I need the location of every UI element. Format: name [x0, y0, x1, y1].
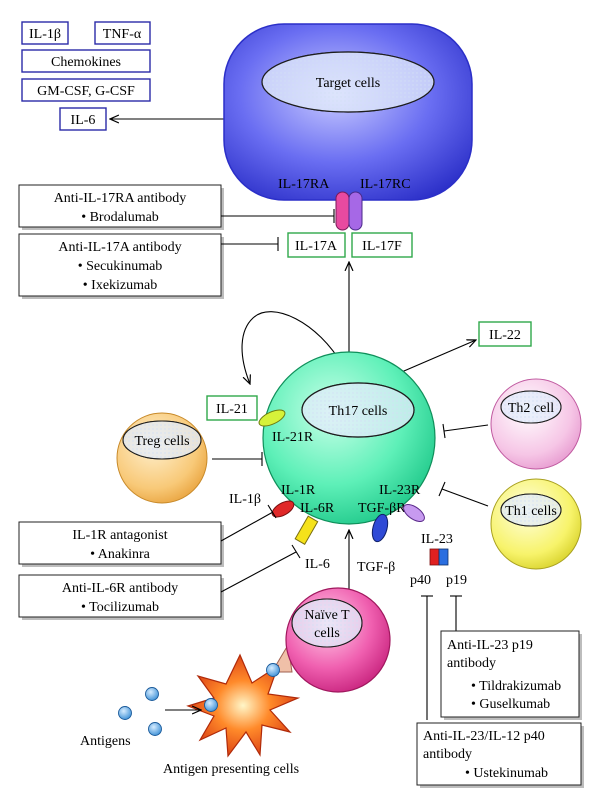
drug-box-il6r: Anti-IL-6R antibody • Tocilizumab	[18, 574, 224, 620]
drug-il23p19-item-2: • Guselkumab	[471, 697, 550, 712]
treg-label: Treg cells	[134, 434, 189, 449]
tgfbr-receptor	[371, 513, 389, 543]
drug-box-il1r: IL-1R antagonist • Anakinra	[18, 521, 224, 567]
th17-to-il22-arrow	[389, 340, 476, 378]
th2-cell: Th2 cell	[490, 378, 582, 470]
il1b-input-label: IL-1β	[229, 492, 261, 507]
il17rc-label: IL-17RC	[360, 177, 411, 192]
drug-il23p19-title-1: Anti-IL-23 p19	[447, 638, 533, 653]
il6-input-label: IL-6	[305, 557, 330, 572]
naive-label-2: cells	[314, 626, 340, 641]
il1r-label: IL-1R	[281, 483, 316, 498]
th2-inhibit-bar	[442, 423, 446, 439]
tgfbr-label: TGF-βR	[358, 501, 406, 516]
il17a-box: IL-17A	[287, 232, 346, 258]
cytokine-box-il1b: IL-1β	[21, 21, 69, 45]
naive-label-1: Naïve T	[304, 608, 350, 623]
p40-label: p40	[410, 573, 431, 588]
drug-il1r-item: • Anakinra	[90, 547, 151, 562]
il23-p19-subunit	[438, 548, 449, 566]
th17-cell: Th17 cells IL-21R IL-1R IL-6R TGF-βR IL-…	[262, 351, 436, 525]
cytokine-box-gmcsf: GM-CSF, G-CSF	[21, 78, 151, 102]
drug-il23p19-title-2: antibody	[447, 656, 496, 671]
th2-label: Th2 cell	[508, 401, 554, 416]
il22-label: IL-22	[489, 328, 521, 343]
th2-inhibit-line	[443, 424, 489, 432]
inhibit-il1r-bar	[267, 504, 277, 519]
th17-autocrine-loop-arrow	[241, 311, 344, 384]
il17ra-label: IL-17RA	[278, 177, 330, 192]
il6r-label: IL-6R	[300, 501, 335, 516]
th17-cell-label: Th17 cells	[329, 404, 388, 419]
il23-label: IL-23	[421, 532, 453, 547]
drug-il23p40-item: • Ustekinumab	[465, 766, 548, 781]
drug-il17a-item-1: • Secukinumab	[78, 259, 163, 274]
inhibit-il1r-line	[220, 511, 274, 542]
il22-box: IL-22	[478, 321, 532, 347]
il17f-box: IL-17F	[351, 232, 413, 258]
drug-box-il23p19: Anti-IL-23 p19 antibody • Tildrakizumab …	[440, 630, 582, 720]
il21r-label: IL-21R	[272, 430, 314, 445]
antigen-dot-1	[145, 687, 159, 701]
antigen-dot-4	[204, 698, 218, 712]
tgfb-input-label: TGF-β	[357, 560, 395, 575]
th1-inhibit-line	[441, 488, 489, 507]
th1-inhibit-bar	[438, 481, 446, 497]
antigen-dot-2	[118, 706, 132, 720]
drug-box-il23p40: Anti-IL-23/IL-12 p40 antibody • Ustekinu…	[416, 722, 584, 788]
drug-il23p40-title-1: Anti-IL-23/IL-12 p40	[423, 729, 545, 744]
drug-box-il17a: Anti-IL-17A antibody • Secukinumab • Ixe…	[18, 233, 224, 299]
antigens-label: Antigens	[80, 734, 131, 749]
drug-il17ra-title: Anti-IL-17RA antibody	[54, 191, 187, 206]
il17f-label: IL-17F	[362, 239, 402, 254]
il23r-label: IL-23R	[379, 483, 421, 498]
p19-label: p19	[446, 573, 467, 588]
inhibit-il6r-line	[220, 551, 297, 593]
drug-il23p19-item-1: • Tildrakizumab	[471, 679, 561, 694]
antigen-dot-3	[148, 722, 162, 736]
cytokine-chemokines-label: Chemokines	[51, 55, 121, 70]
il23r-receptor	[403, 504, 425, 522]
cytokine-box-il6: IL-6	[59, 107, 107, 131]
th1-label: Th1 cells	[505, 504, 557, 519]
il17-receptor	[335, 191, 363, 231]
treg-cell: Treg cells	[116, 412, 208, 504]
il6r-receptor	[294, 515, 319, 545]
il21-label: IL-21	[216, 402, 248, 417]
drug-il6r-item: • Tocilizumab	[81, 600, 159, 615]
antigen-presenting-cell	[186, 653, 301, 758]
il21-box: IL-21	[206, 395, 258, 421]
il23-p40-subunit	[429, 548, 440, 566]
drug-il17a-title: Anti-IL-17A antibody	[58, 240, 181, 255]
cytokine-box-chemokines: Chemokines	[21, 49, 151, 73]
il17a-label: IL-17A	[295, 239, 338, 254]
apc-label: Antigen presenting cells	[163, 762, 299, 777]
inhibit-il6r-bar	[291, 544, 301, 559]
drug-il23p40-title-2: antibody	[423, 747, 472, 762]
presented-antigen-dot	[266, 663, 280, 677]
il21r-receptor	[258, 409, 286, 427]
cytokine-il1b-label: IL-1β	[29, 27, 61, 42]
cytokine-tnfa-label: TNF-α	[103, 27, 142, 42]
drug-il6r-title: Anti-IL-6R antibody	[62, 581, 178, 596]
cytokine-il6-label: IL-6	[71, 113, 96, 128]
th1-cell: Th1 cells	[490, 478, 582, 570]
target-cells-label: Target cells	[316, 76, 380, 91]
drug-il1r-title: IL-1R antagonist	[72, 528, 167, 543]
naive-t-cell: Naïve T cells	[271, 587, 391, 693]
drug-box-il17ra: Anti-IL-17RA antibody • Brodalumab	[18, 184, 224, 230]
drug-il17ra-item: • Brodalumab	[81, 210, 159, 225]
drug-il17a-item-2: • Ixekizumab	[83, 278, 157, 293]
target-cells: Target cells IL-17RA IL-17RC	[223, 23, 473, 201]
cytokine-box-tnfa: TNF-α	[94, 21, 151, 45]
cytokine-gmcsf-label: GM-CSF, G-CSF	[37, 84, 135, 99]
il1r-receptor	[271, 500, 295, 518]
